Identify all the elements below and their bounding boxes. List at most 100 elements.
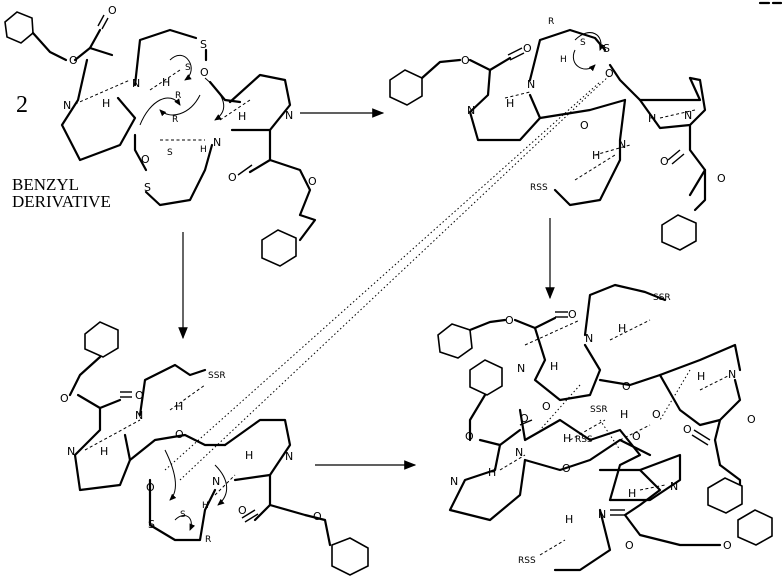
atom-label: O [622,380,631,393]
atom-label: SSR [208,371,226,381]
atom-label: R [172,115,178,125]
panel-bottom-right-structure [437,283,773,572]
benzene-ring [469,359,503,396]
atom-label: SSR [653,293,671,303]
atom-label: N [450,475,458,488]
atom-label: R [548,17,554,27]
atom-label: O [747,413,756,426]
atom-label: H [592,149,600,162]
atom-label: O [141,153,150,166]
panel-bottom-left-structure [68,321,369,576]
atom-label: N [684,109,692,122]
atom-label: S [148,518,155,531]
atom-label: N [285,450,293,463]
atom-label: O [605,67,614,80]
atom-label: S [167,148,173,158]
atom-label: O [632,430,641,443]
atom-label: O [660,155,669,168]
atom-label: O [717,172,726,185]
compound-number: 2 [16,92,28,118]
atom-label: N [527,78,535,91]
atom-label: H [488,466,496,479]
atom-label: RSS [518,556,536,566]
atom-label: O [228,171,237,184]
panel-top-right-structure [389,28,707,251]
benzene-ring [437,323,473,359]
atom-label: O [625,539,634,552]
atom-label: O [313,510,322,523]
atom-labels: O O N H N H S R S O H N R H N O S S O O … [60,4,756,566]
atom-label: H [620,408,628,421]
atom-label: O [238,504,247,517]
atom-label: O [568,308,577,321]
atom-label: H [245,449,253,462]
atom-label: N [728,368,736,381]
correlation-line [179,74,611,481]
atom-label: N [585,332,593,345]
atom-label: N [598,508,606,521]
benzene-ring [737,509,773,546]
benzene-ring [84,321,119,358]
benzene-ring [261,229,297,267]
atom-label: O [652,408,661,421]
atom-label: H [202,501,209,511]
atom-label: N [212,475,220,488]
atom-label: N [63,99,71,112]
atom-label: N [515,446,523,459]
atom-label: O [562,462,571,475]
atom-label: N [467,104,475,117]
atom-label: N [67,445,75,458]
atom-label: S [144,181,151,194]
atom-label: S [185,63,191,73]
atom-label: H [618,322,626,335]
atom-label: H [238,110,246,123]
atom-label: N [670,480,678,493]
atom-label: O [683,423,692,436]
atom-label: O [200,66,209,79]
atom-label: H [628,487,636,500]
atom-label: O [60,392,69,405]
atom-label: O [135,389,144,402]
atom-label: S [200,38,207,51]
atom-label: RSS [575,435,593,445]
atom-label: S [580,38,586,48]
atom-label: S [180,510,186,520]
benzene-ring [331,537,369,576]
atom-label: O [465,430,474,443]
atom-label: O [523,42,532,55]
atom-label: H [175,400,183,413]
atom-label: R [175,91,181,101]
atom-label: O [69,54,78,67]
atom-label: N [285,109,293,122]
atom-label: N [132,77,140,90]
atom-label: H [506,97,514,110]
caption-line-1: BENZYL [12,175,79,194]
atom-label: O [520,412,529,425]
atom-label: O [308,175,317,188]
benzene-ring [707,477,743,514]
benzene-ring [4,11,34,44]
atom-label: H [563,432,571,445]
panel-top-left-structure [4,11,317,267]
atom-label: O [461,54,470,67]
atom-label: H [697,370,705,383]
benzene-ring [389,69,423,106]
atom-label: H [100,445,108,458]
benzene-ring [661,214,697,251]
atom-label: O [723,539,732,552]
atom-label: H [162,76,170,89]
atom-label: SSR [590,405,608,415]
atom-label: H [565,513,573,526]
atom-label: H [102,97,110,110]
atom-label: O [108,4,117,17]
atom-label: R [205,535,211,545]
atom-label: O [146,481,155,494]
atom-label: O [542,400,551,413]
caption-line-2: DERIVATIVE [12,192,111,211]
atom-label: S [603,42,610,55]
atom-label: N [517,362,525,375]
atom-label: H [200,145,207,155]
atom-label: RSS [530,183,548,193]
